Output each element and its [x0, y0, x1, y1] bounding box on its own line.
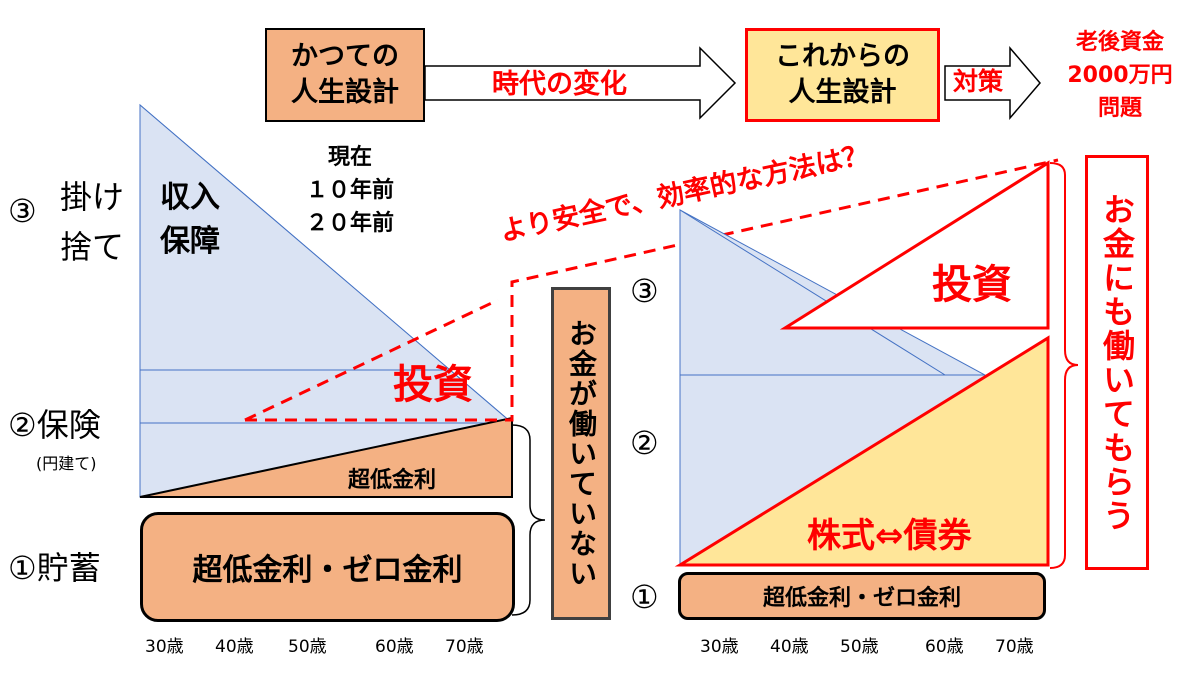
income-security-line2: 保障	[160, 224, 220, 259]
future-plan-line1: これからの	[775, 41, 910, 72]
left-age-30: 30歳	[145, 637, 184, 657]
future-plan-box: これからの 人生設計	[745, 28, 940, 122]
left-row1-label: ①貯蓄	[8, 549, 101, 587]
left-bracket	[511, 424, 546, 616]
left-low-rate-wedge	[139, 416, 513, 498]
right-row1-label: ①	[630, 578, 659, 616]
left-age-50: 50歳	[288, 637, 327, 657]
left-row3-line2: 捨て	[60, 228, 125, 266]
money-working-box: お金にも働いてもらう	[1085, 155, 1149, 570]
right-age-50: 50歳	[840, 637, 879, 657]
right-row2-label: ②	[630, 424, 659, 462]
era-10y: １０年前	[305, 177, 394, 203]
future-plan-line2: 人生設計	[788, 77, 897, 108]
era-20y: ２０年前	[305, 210, 394, 236]
past-plan-line2: 人生設計	[291, 77, 399, 108]
left-age-70: 70歳	[445, 637, 484, 657]
left-row2-sub: (円建て)	[36, 454, 97, 473]
left-investment-label: 投資	[393, 362, 473, 408]
left-investment-dashed	[245, 158, 1059, 422]
measure-label: 対策	[953, 67, 1004, 96]
left-row3-line1: 掛け	[60, 178, 125, 216]
measure-arrow	[944, 45, 1041, 121]
past-plan-box: かつての 人生設計	[265, 28, 425, 122]
left-row2-label: ②保険	[8, 406, 101, 444]
left-investment-slope	[244, 298, 499, 422]
left-income-triangle-top	[139, 103, 514, 424]
right-investment-triangle	[779, 160, 1050, 330]
issue-line2: 2000万円	[1067, 62, 1173, 88]
right-age-60: 60歳	[925, 637, 964, 657]
money-not-working-box: お金が働いていない	[551, 287, 611, 620]
right-stocks-bonds-label: 株式⇔債券	[807, 516, 972, 556]
left-low-rate-box: 超低金利・ゼロ金利	[140, 512, 515, 622]
issue-label: 老後資金 2000万円 問題	[1050, 20, 1190, 130]
issue-line1: 老後資金	[1075, 29, 1164, 55]
right-age-30: 30歳	[700, 637, 739, 657]
change-arrow	[424, 46, 737, 120]
change-label: 時代の変化	[492, 69, 627, 100]
issue-line3: 問題	[1097, 95, 1142, 121]
left-low-rate-small: 超低金利	[348, 468, 437, 493]
era-now: 現在	[327, 144, 372, 170]
past-plan-line1: かつての	[291, 41, 399, 72]
left-age-60: 60歳	[375, 637, 414, 657]
right-row3-label: ③	[630, 272, 659, 310]
right-investment-label: 投資	[932, 262, 1012, 308]
income-security-line1: 収入	[160, 180, 220, 215]
right-stocks-bonds-triangle	[674, 335, 1050, 567]
right-bracket	[1049, 162, 1079, 569]
right-low-rate-box: 超低金利・ゼロ金利	[678, 572, 1046, 620]
income-security-label: 収入 保障	[150, 175, 230, 265]
left-row3-number: ③	[8, 192, 37, 230]
right-age-70: 70歳	[995, 637, 1034, 657]
right-age-40: 40歳	[770, 637, 809, 657]
eras-list: 現在 １０年前 ２０年前	[275, 135, 425, 245]
left-age-40: 40歳	[215, 637, 254, 657]
